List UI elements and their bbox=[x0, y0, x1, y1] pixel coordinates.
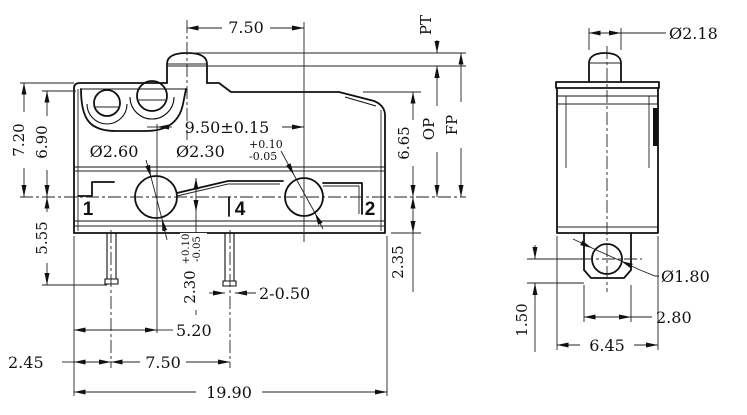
side-clip-notch bbox=[653, 108, 658, 146]
dim-text-dia-2-30-tol-minus: -0.05 bbox=[249, 150, 277, 163]
dim-text-fp: FP bbox=[443, 115, 461, 136]
dim-text-hole-pitch: 9.50±0.15 bbox=[185, 118, 270, 137]
side-centerlines bbox=[580, 46, 642, 292]
dim-text-6-90: 6.90 bbox=[33, 125, 51, 158]
dim-text-pt: PT bbox=[417, 15, 435, 35]
dim-edge-to-pin: 2.45 bbox=[8, 353, 111, 372]
dim-text-7-50-bottom: 7.50 bbox=[145, 353, 181, 372]
dim-text-1-50: 1.50 bbox=[513, 303, 531, 336]
dim-center-to-bottom: 2.35 bbox=[389, 197, 416, 292]
dim-pin-length: 5.55 bbox=[33, 197, 51, 285]
dim-text-slot-tol-minus: -0.05 bbox=[192, 236, 203, 262]
dim-pretravel: PT bbox=[417, 15, 440, 79]
dim-tab-hole-dia: Ø1.80 bbox=[572, 238, 710, 286]
dim-text-2-45: 2.45 bbox=[8, 353, 44, 372]
dim-text-op: OP bbox=[420, 118, 438, 140]
dim-text-7-20: 7.20 bbox=[10, 123, 28, 156]
front-view: 1 4 2 7.50 bbox=[8, 15, 466, 402]
rivet-right bbox=[136, 80, 168, 112]
dim-overall-length: 19.90 bbox=[74, 383, 387, 402]
dim-text-19-90: 19.90 bbox=[206, 383, 252, 402]
dim-plunger-dia: Ø2.18 bbox=[589, 24, 718, 43]
front-centerlines bbox=[20, 20, 466, 368]
dim-right-hole-dia: Ø2.30 +0.10 -0.05 bbox=[176, 138, 324, 230]
terminal-label-4: 4 bbox=[235, 199, 246, 220]
dim-hole-to-bottom: 1.50 bbox=[513, 245, 538, 352]
dim-text-6-65: 6.65 bbox=[395, 126, 413, 159]
terminal-label-2: 2 bbox=[365, 199, 376, 220]
dim-plunger-to-hole: 7.50 bbox=[187, 18, 304, 37]
dim-slot-height: 2.30 +0.10 -0.05 bbox=[180, 178, 207, 315]
front-rivet-housing bbox=[80, 80, 187, 132]
dim-body-width: 6.45 bbox=[557, 336, 658, 355]
dim-pin-pitch: 7.50 bbox=[111, 353, 230, 372]
dim-text-dia-2-60: Ø2.60 bbox=[90, 142, 139, 161]
dim-text-dia-2-18: Ø2.18 bbox=[669, 24, 718, 43]
dim-text-2-80: 2.80 bbox=[656, 308, 692, 327]
front-body-outline bbox=[73, 82, 386, 234]
side-body-outline bbox=[555, 81, 660, 234]
dim-hole-pitch: 9.50±0.15 bbox=[147, 118, 304, 137]
dim-text-slot-tol-plus: +0.10 bbox=[181, 234, 192, 265]
dim-text-7-50-top: 7.50 bbox=[228, 18, 264, 37]
dim-edge-to-left-hole: 5.20 bbox=[74, 321, 212, 340]
dim-text-dia-2-30: Ø2.30 bbox=[176, 142, 225, 161]
dim-height-overall: 7.20 bbox=[10, 83, 28, 197]
dim-free-position: FP bbox=[443, 53, 464, 197]
side-mounting-tab bbox=[583, 232, 632, 279]
dim-top-to-center: 6.65 bbox=[395, 92, 416, 197]
dim-text-pin-width: 2-0.50 bbox=[259, 284, 310, 303]
dim-tab-width: 2.80 bbox=[584, 308, 692, 327]
dim-pin-width: 2-0.50 bbox=[209, 284, 310, 303]
dim-text-dia-1-80: Ø1.80 bbox=[661, 267, 710, 286]
rivet-left bbox=[93, 89, 121, 117]
dim-text-5-20: 5.20 bbox=[176, 321, 212, 340]
dim-operating-position: OP bbox=[420, 66, 440, 197]
dim-text-slot-2-30: 2.30 bbox=[181, 270, 199, 303]
dim-text-dia-2-30-tol-plus: +0.10 bbox=[249, 138, 283, 151]
dim-text-2-35: 2.35 bbox=[389, 245, 407, 278]
terminal-label-1: 1 bbox=[83, 199, 94, 220]
dim-height-inner: 6.90 bbox=[33, 91, 51, 197]
front-pins bbox=[104, 233, 237, 287]
side-extension-lines bbox=[527, 28, 659, 350]
dim-left-hole-dia: Ø2.60 bbox=[90, 142, 168, 241]
dim-text-5-55: 5.55 bbox=[33, 221, 51, 254]
side-view: Ø2.18 Ø1.80 2.80 6.45 1.50 bbox=[513, 24, 718, 355]
side-plunger bbox=[588, 52, 622, 83]
dim-text-6-45: 6.45 bbox=[589, 336, 625, 355]
